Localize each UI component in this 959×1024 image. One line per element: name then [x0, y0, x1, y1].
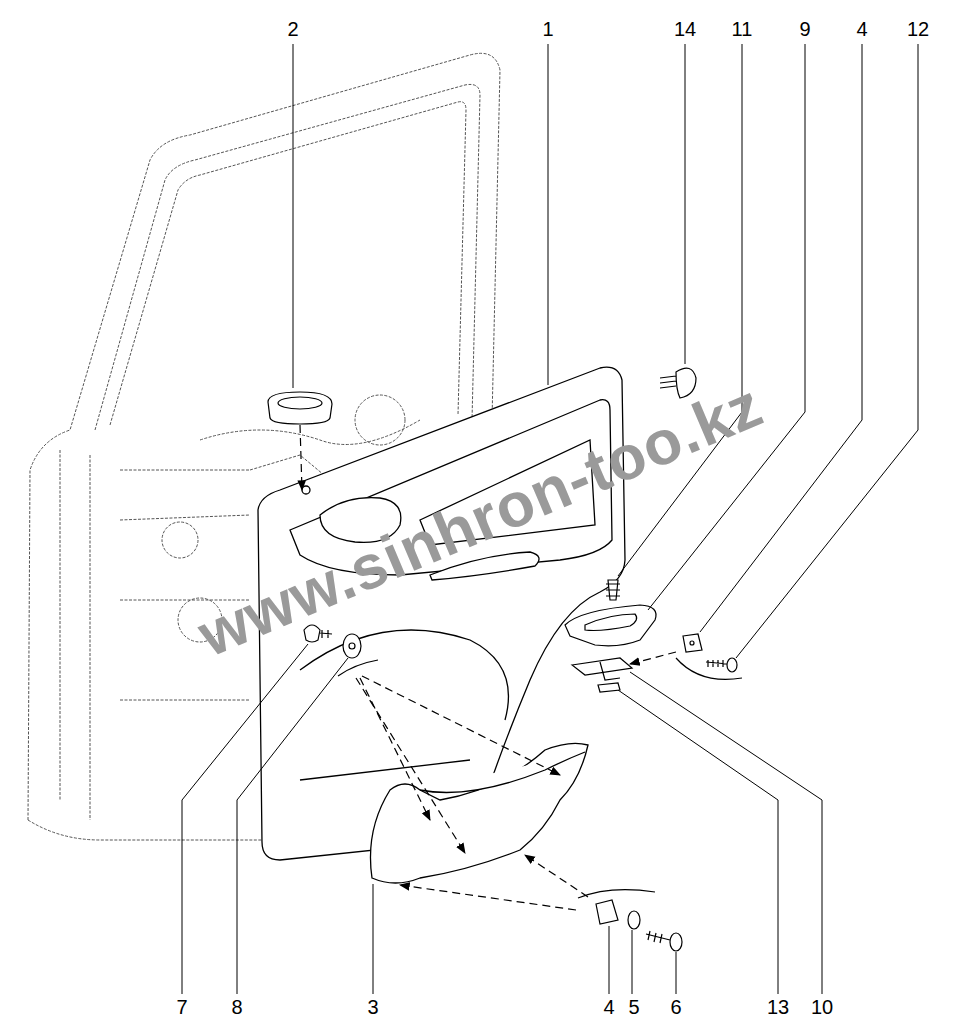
callout-number: 4: [856, 18, 867, 40]
assembly-arrow: [300, 425, 302, 490]
screw-6: [646, 931, 670, 943]
assembly-arrow: [630, 652, 676, 664]
assembly-arrow: [525, 855, 588, 897]
leader-line: [182, 644, 308, 994]
group-bracket: [676, 658, 742, 679]
callout-number: 6: [670, 996, 681, 1018]
group-bracket: [578, 890, 655, 898]
leader-line: [685, 44, 686, 364]
leader-line: [630, 672, 822, 994]
handle-cup: [268, 392, 332, 424]
callout-number: 9: [799, 18, 810, 40]
watermark: www.sinhron-too.kz: [188, 370, 772, 671]
window-frame: [95, 84, 480, 430]
screw-12: [706, 660, 728, 667]
nut-4: [596, 900, 618, 924]
callout-number: 8: [231, 996, 242, 1018]
assembly-arrow: [362, 676, 560, 775]
door-hole: [355, 395, 405, 445]
leader-line: [676, 952, 677, 994]
leader-lines: [182, 44, 918, 994]
assembly-arrow: [400, 885, 576, 910]
washer-8-hole: [349, 643, 355, 649]
leader-line: [548, 44, 549, 385]
leader-line: [237, 658, 348, 994]
door-hole: [162, 522, 198, 558]
callout-number: 14: [674, 18, 696, 40]
trim-clip-hole: [302, 486, 310, 494]
callout-number: 1: [542, 18, 553, 40]
handle-cup-rim: [278, 397, 322, 409]
callout-number: 13: [767, 996, 789, 1018]
part-2: [268, 392, 332, 424]
leader-line: [373, 884, 374, 994]
window-frame-inner: [110, 102, 466, 425]
bracket-10: [572, 658, 632, 680]
leader-line: [293, 44, 294, 388]
leader-line: [700, 44, 862, 632]
callout-number: 4: [603, 996, 614, 1018]
screw-11: [606, 580, 620, 600]
screw-12-head: [727, 658, 737, 672]
nut-4-hole: [690, 641, 694, 645]
map-pocket-lip: [420, 752, 585, 793]
callout-number: 10: [811, 996, 833, 1018]
handle-bezel-9: [565, 605, 656, 646]
assembly-arrow: [360, 678, 430, 820]
door-bottom: [28, 820, 270, 840]
nut-4: [683, 634, 702, 652]
leader-line: [618, 44, 742, 576]
leader-line: [609, 926, 610, 994]
washer-5: [628, 911, 640, 929]
washer-8: [343, 634, 361, 658]
callout-number: 12: [907, 18, 929, 40]
screw-6-head: [670, 933, 682, 951]
leader-line: [618, 690, 778, 994]
callout-number: 11: [732, 18, 753, 40]
clip-13: [598, 683, 620, 692]
callout-number: 5: [628, 996, 639, 1018]
leader-line: [632, 930, 633, 994]
handle-bezel-9-slot: [585, 614, 637, 631]
callout-number: 2: [287, 18, 298, 40]
leader-line: [736, 44, 918, 658]
trim-speaker-area: [300, 630, 508, 780]
callout-number: 7: [176, 996, 187, 1018]
assembly-arrow: [356, 678, 465, 853]
callout-number: 3: [367, 996, 378, 1018]
